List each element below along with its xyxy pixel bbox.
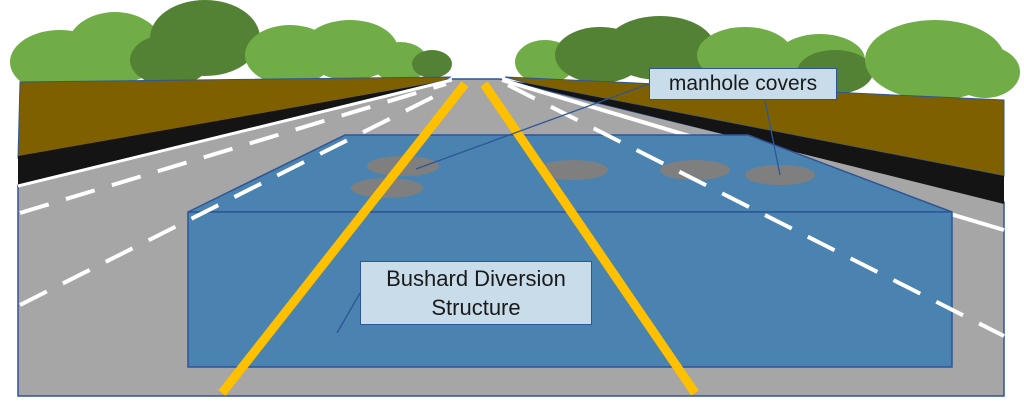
structure-label: Bushard Diversion Structure bbox=[360, 261, 592, 325]
callout-leader-manhole-right bbox=[764, 99, 781, 176]
center-line-right bbox=[480, 81, 699, 396]
manhole-covers-label: manhole covers bbox=[649, 68, 837, 100]
lane-dash-line-left-inner bbox=[19, 88, 448, 307]
tree-line-left bbox=[10, 0, 452, 94]
structure-label-line-1: Bushard Diversion bbox=[386, 266, 566, 291]
edge-line-left bbox=[17, 78, 453, 188]
structure-label-line-2: Structure bbox=[431, 295, 521, 320]
manhole-cover bbox=[538, 160, 608, 180]
lane-dashes bbox=[19, 82, 1005, 338]
callout-leader-manhole-left bbox=[415, 83, 650, 170]
manhole-cover bbox=[660, 160, 730, 180]
lane-dash-line-left-outer bbox=[19, 82, 447, 215]
center-line-left bbox=[218, 81, 469, 396]
callout-leader-structure bbox=[336, 292, 361, 334]
